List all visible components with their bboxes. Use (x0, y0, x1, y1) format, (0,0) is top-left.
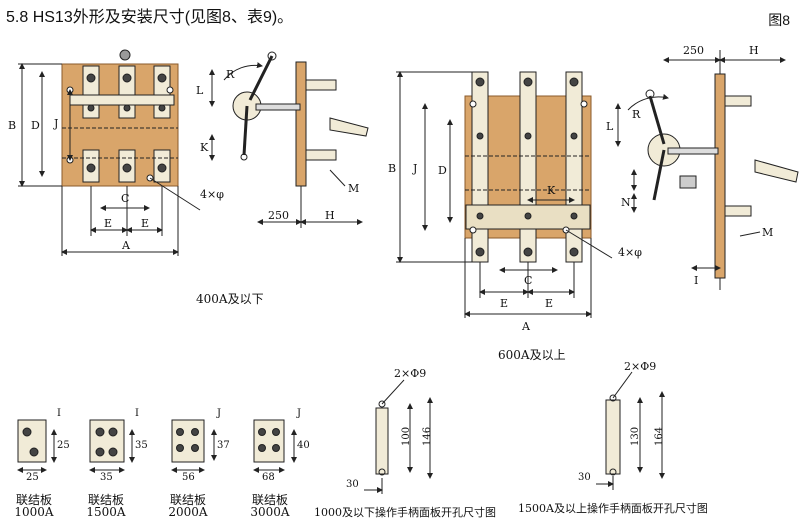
left-dim-R: R (226, 68, 235, 81)
conn2-h: 35 (135, 440, 148, 451)
left-dim-E1: E (104, 217, 112, 230)
conn1-w: 25 (26, 472, 39, 483)
left-dim-C: C (121, 192, 129, 205)
left-dim-M: M (348, 182, 359, 195)
conn3-w: 56 (182, 472, 195, 483)
conn4-h: 40 (297, 440, 310, 451)
cutout-large-d3: 30 (578, 472, 591, 483)
left-dim-L: L (196, 84, 204, 97)
cutout-small-d2: 146 (422, 427, 433, 446)
right-dim-R: R (632, 108, 641, 121)
right-dim-J: J (412, 162, 417, 175)
connector-1500a (89, 419, 135, 473)
left-dim-E2: E (141, 217, 149, 230)
right-dim-C: C (524, 274, 532, 287)
cutout-small-caption: 1000及以下操作手柄面板开孔尺寸图 (314, 506, 496, 519)
cutout-large-drawing (596, 371, 665, 490)
right-dim-K: K (547, 184, 556, 197)
connector-2000a (171, 419, 217, 473)
cutout-large-d1: 130 (630, 427, 641, 446)
right-hole-label: 4×φ (618, 246, 642, 259)
conn3-top: J (216, 408, 221, 419)
left-hole-label: 4×φ (200, 188, 224, 201)
left-dim-A: A (121, 239, 131, 252)
right-dim-L: L (606, 120, 614, 133)
left-dim-250: 250 (268, 209, 289, 222)
cutout-small-drawing (364, 379, 433, 494)
connector-1000a (17, 419, 57, 473)
right-caption: 600A及以上 (498, 348, 566, 362)
left-caption: 400A及以下 (196, 292, 264, 306)
right-dim-250: 250 (683, 44, 704, 57)
left-dim-B: B (8, 119, 16, 132)
conn1-top: I (57, 408, 61, 419)
left-dim-J: J (53, 117, 58, 130)
right-dim-A: A (521, 320, 531, 333)
conn1-h: 25 (57, 440, 70, 451)
cutout-large-hole: 2×Φ9 (624, 360, 656, 373)
right-dim-M: M (762, 226, 773, 239)
cutout-small-d1: 100 (401, 427, 412, 446)
conn2-w: 35 (100, 472, 113, 483)
right-dim-N: N (621, 196, 631, 209)
right-dim-E1: E (500, 297, 508, 310)
cutout-small-hole: 2×Φ9 (394, 367, 426, 380)
left-front-view (18, 49, 201, 256)
cutout-large-d2: 164 (654, 427, 665, 446)
right-dim-D: D (438, 164, 447, 177)
figure-label: 图8 (768, 12, 790, 28)
connector-plates (17, 419, 297, 473)
conn4-w: 68 (262, 472, 275, 483)
right-dim-B: B (388, 162, 396, 175)
cutout-small-d3: 30 (346, 479, 359, 490)
conn4-top: J (296, 408, 301, 419)
right-dim-H: H (749, 44, 759, 57)
left-dim-D: D (31, 119, 40, 132)
right-front-view (396, 71, 613, 318)
left-dim-K: K (200, 141, 209, 154)
right-handle-view (615, 50, 799, 290)
left-dim-H: H (325, 209, 335, 222)
cutout-large-caption: 1500A及以上操作手柄面板开孔尺寸图 (518, 502, 708, 515)
left-handle-view (209, 51, 369, 228)
page-title: 5.8 HS13外形及安装尺寸(见图8、表9)。 (6, 9, 294, 26)
connector-3000a (253, 419, 297, 473)
right-dim-E2: E (545, 297, 553, 310)
conn3-h: 37 (217, 440, 230, 451)
conn2-top: I (135, 408, 139, 419)
right-dim-I: I (694, 274, 698, 287)
